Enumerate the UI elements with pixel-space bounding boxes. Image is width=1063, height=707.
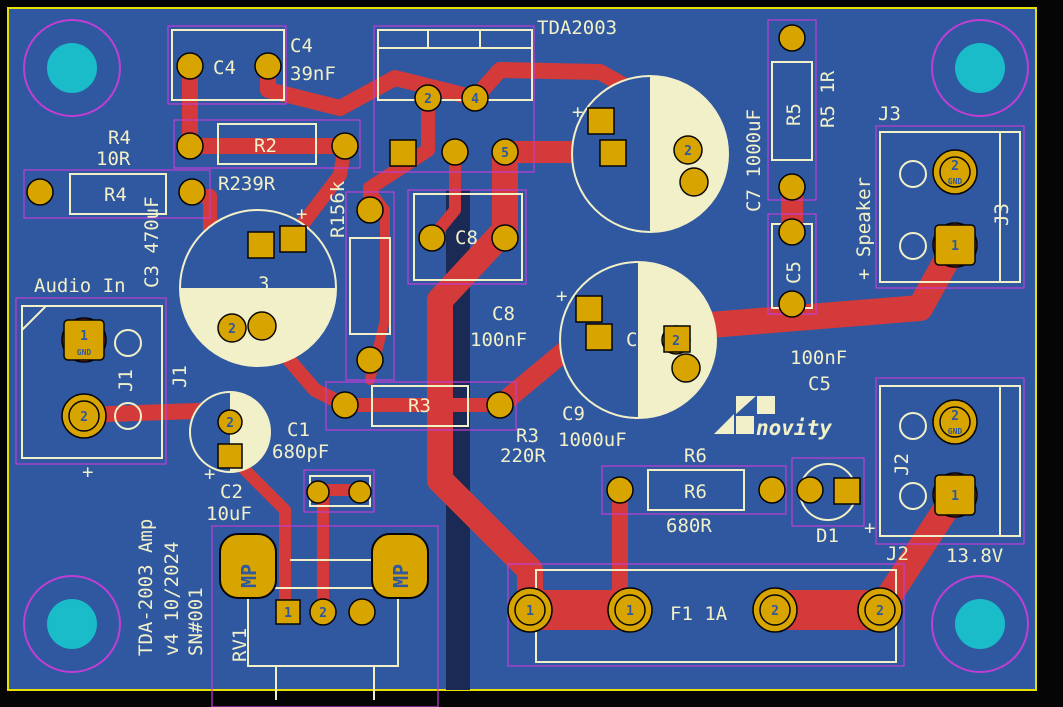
svg-text:2: 2 xyxy=(424,92,432,107)
svg-text:2: 2 xyxy=(951,409,959,424)
svg-text:2: 2 xyxy=(771,604,779,619)
svg-text:2: 2 xyxy=(672,334,680,349)
svg-text:1: 1 xyxy=(951,489,959,504)
mounting-holes xyxy=(23,19,1029,673)
novity-logo: novity xyxy=(714,396,832,440)
label-r6: R6 xyxy=(684,445,707,467)
label-c2-value: 10uF xyxy=(206,503,252,525)
label-rv1-mp-right: MP xyxy=(389,564,413,588)
label-c5: C5 xyxy=(808,373,831,395)
label-c5-value: 100nF xyxy=(790,347,847,369)
logo-text: novity xyxy=(756,416,832,440)
label-rv1: RV1 xyxy=(229,628,251,662)
courtyard-outlines xyxy=(15,19,1025,707)
label-c1-value: 680pF xyxy=(272,441,329,463)
label-c3: C3 470uF xyxy=(141,196,163,288)
label-r5: R5 1R xyxy=(817,70,839,128)
label-c3-plus: + xyxy=(296,203,307,225)
label-amp-serial: SN#001 xyxy=(185,587,207,656)
svg-text:2: 2 xyxy=(228,322,236,337)
label-c4-body: C4 xyxy=(213,57,236,79)
label-j2-body: J2 xyxy=(891,453,913,476)
label-audio-in: Audio In xyxy=(34,275,126,297)
svg-text:1: 1 xyxy=(526,604,534,619)
label-r4-body: R4 xyxy=(104,184,127,206)
label-d1-plus: + xyxy=(864,517,875,539)
label-r4-value: 10R xyxy=(96,148,131,170)
label-c8-value: 100nF xyxy=(470,329,527,351)
label-amp-version: v4 10/2024 xyxy=(161,542,183,656)
pin-numbers: 1 GND 2 2 GND 1 2 GND 1 1 1 2 2 2 4 5 2 … xyxy=(77,92,963,621)
label-j1-body: J1 xyxy=(115,369,137,392)
svg-text:4: 4 xyxy=(471,92,479,107)
label-r3-value: 220R xyxy=(500,445,546,467)
svg-text:GND: GND xyxy=(77,348,92,357)
pads xyxy=(26,24,978,633)
label-c7: C7 1000uF xyxy=(743,109,765,212)
label-j2: J2 xyxy=(886,543,909,565)
label-r3: R3 xyxy=(516,425,539,447)
label-13v8: 13.8V xyxy=(946,545,1003,567)
label-c8: C8 xyxy=(492,303,515,325)
label-c2: C2 xyxy=(220,481,243,503)
svg-text:1: 1 xyxy=(284,606,292,621)
capacitor-c7 xyxy=(571,75,729,233)
label-r1-value: R156k xyxy=(327,180,349,238)
svg-text:GND: GND xyxy=(948,177,963,186)
silkscreen-labels: TDA2003 C4 39nF C4 R4 10R R4 R2 R239R R1… xyxy=(34,17,1013,662)
label-c2-plus: + xyxy=(204,463,215,485)
svg-text:GND: GND xyxy=(948,427,963,436)
label-rv1-mp-left: MP xyxy=(237,564,261,588)
label-j1: J1 xyxy=(169,365,191,388)
label-c9: C9 xyxy=(562,403,585,425)
label-c4-value: 39nF xyxy=(290,63,336,85)
label-r5-body: R5 xyxy=(783,103,805,126)
svg-text:2: 2 xyxy=(876,604,884,619)
label-c8-body: C8 xyxy=(455,227,478,249)
label-c1: C1 xyxy=(287,419,310,441)
label-r6-body: R6 xyxy=(684,481,707,503)
label-amp-title: TDA-2003 Amp xyxy=(135,519,157,656)
label-j1-plus: + xyxy=(82,461,93,483)
label-r2-value: R239R xyxy=(218,173,276,195)
label-d1: D1 xyxy=(816,525,839,547)
svg-text:2: 2 xyxy=(319,606,327,621)
label-c4: C4 xyxy=(290,35,313,57)
label-r3-body: R3 xyxy=(408,395,431,417)
svg-text:2: 2 xyxy=(226,416,234,431)
svg-text:2: 2 xyxy=(684,144,692,159)
svg-text:2: 2 xyxy=(80,410,88,425)
label-tda2003: TDA2003 xyxy=(537,17,617,39)
label-c9-value: 1000uF xyxy=(558,429,627,451)
label-r6-value: 680R xyxy=(666,515,712,537)
label-r2-body: R2 xyxy=(254,135,277,157)
svg-text:1: 1 xyxy=(626,604,634,619)
label-j3: J3 xyxy=(878,103,901,125)
svg-text:5: 5 xyxy=(501,146,509,161)
svg-text:2: 2 xyxy=(951,159,959,174)
label-f1: F1 1A xyxy=(670,603,728,625)
label-r4: R4 xyxy=(108,127,131,149)
svg-text:1: 1 xyxy=(80,329,88,344)
capacitor-c9 xyxy=(559,261,717,419)
label-c5-body: C5 xyxy=(783,261,805,284)
label-c9-inner: C xyxy=(626,329,637,351)
label-j3-body: J3 xyxy=(991,203,1013,226)
label-c9-plus: + xyxy=(556,285,567,307)
label-c3-inner: 3 xyxy=(258,273,269,295)
label-c7-plus: + xyxy=(572,101,583,123)
label-speaker: + Speaker xyxy=(853,177,875,280)
svg-text:1: 1 xyxy=(951,239,959,254)
